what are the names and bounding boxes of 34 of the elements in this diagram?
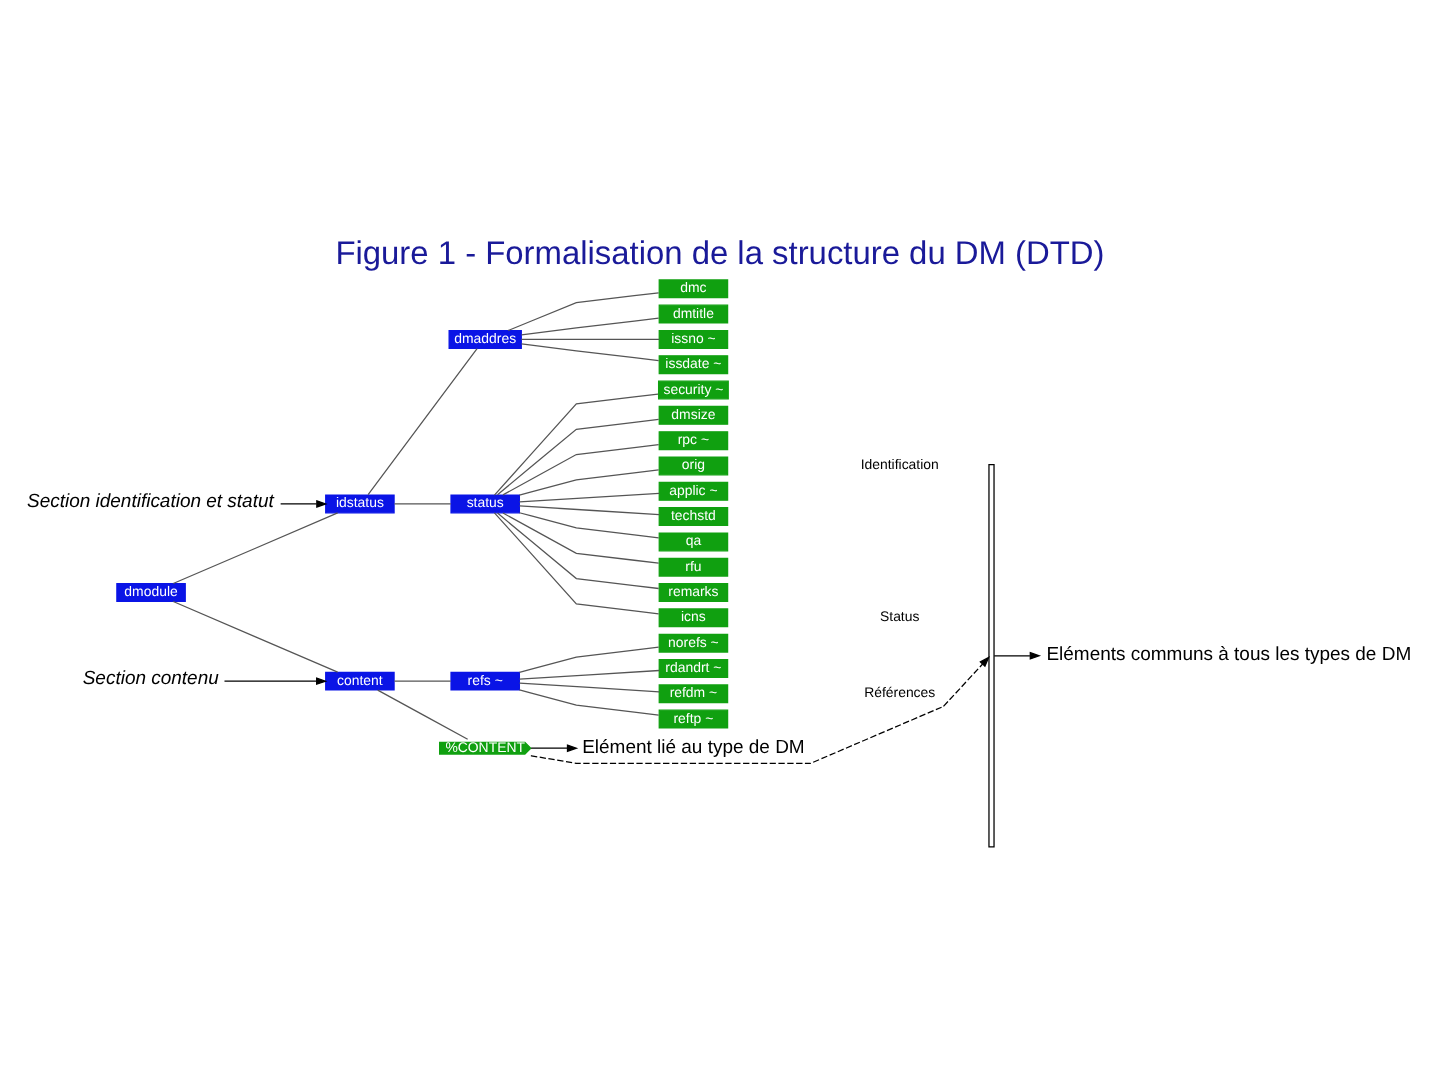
connector (520, 343, 660, 362)
arrow (993, 651, 1042, 660)
node-bar (988, 464, 995, 848)
connector (518, 669, 660, 680)
node-text: Section identification et statut (27, 491, 274, 514)
connector (496, 418, 660, 496)
connector (172, 512, 339, 585)
connector (367, 347, 478, 496)
connector (518, 505, 660, 516)
connector (496, 512, 660, 590)
arrow (280, 499, 328, 508)
connector (518, 646, 660, 673)
connector (377, 689, 469, 740)
connector (518, 492, 660, 503)
connector (507, 292, 660, 332)
arrow (530, 744, 579, 753)
connector (518, 469, 660, 496)
node-text: Eléments communs à tous les types de DM (1046, 644, 1412, 667)
connector (518, 512, 660, 539)
connector (493, 393, 659, 496)
connector (518, 689, 660, 716)
connector (493, 512, 660, 615)
connector (393, 503, 452, 505)
diagram-title: Figure 1 - Formalisation de la structure du DM (DTD) (335, 236, 1105, 273)
connector (172, 600, 339, 673)
node-text: Section contenu (82, 668, 219, 691)
node-text: Elément lié au type de DM (582, 736, 805, 759)
connector (518, 682, 660, 693)
arrow (223, 677, 328, 686)
connector (520, 317, 660, 336)
connector (393, 680, 452, 682)
connector (502, 444, 660, 496)
connector (502, 512, 660, 564)
connector (520, 338, 660, 340)
